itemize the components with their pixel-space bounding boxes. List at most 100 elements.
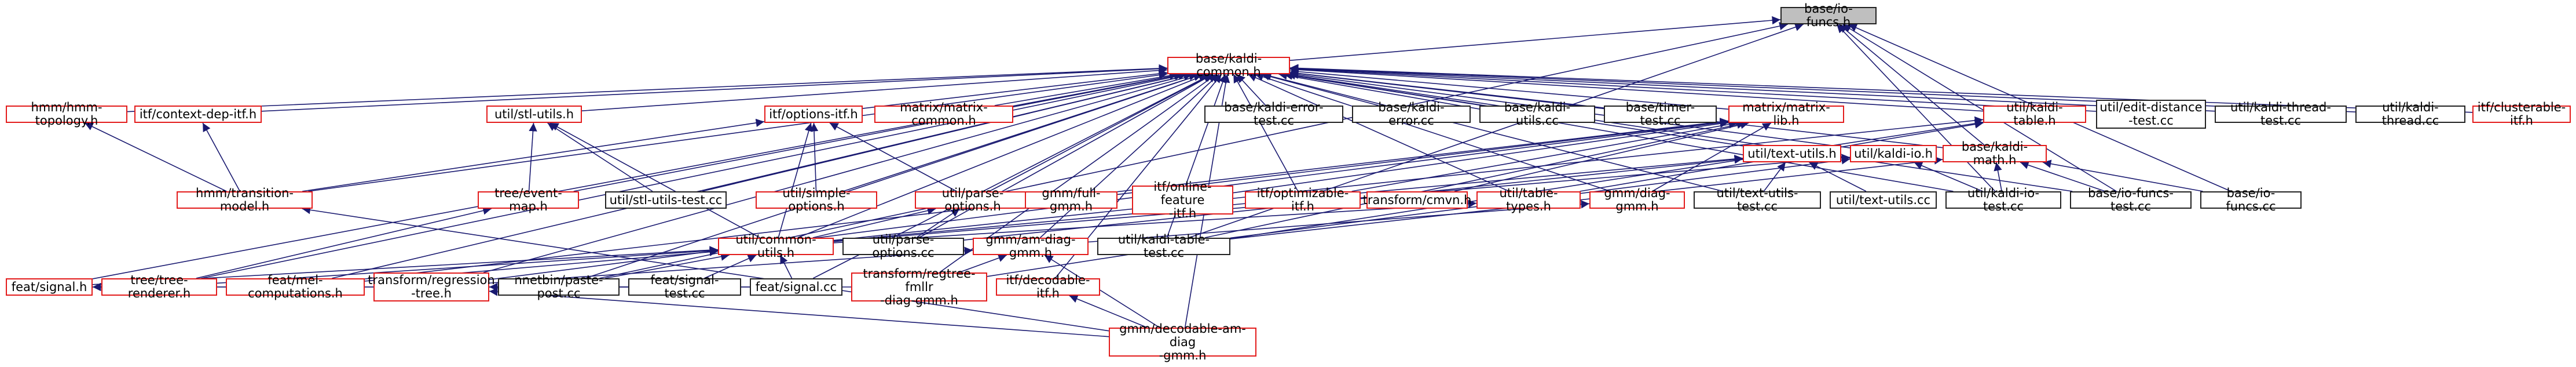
edge-matlib-to-common bbox=[1289, 67, 1729, 110]
node-itf-context-dep-itf-h[interactable]: itf/context-dep-itf.h bbox=[134, 106, 262, 123]
edge-decodable_am-to-am_diag bbox=[1044, 255, 1160, 328]
node-transform-regression-tree-h[interactable]: transform/regression -tree.h bbox=[368, 272, 495, 301]
node-feat-signal-test-cc[interactable]: feat/signal-test.cc bbox=[628, 274, 741, 300]
node-util-stl-utils-h[interactable]: util/stl-utils.h bbox=[486, 106, 582, 123]
edge-err_test-to-common bbox=[1236, 74, 1266, 106]
node-gmm-decodable-am-diag-gmm-h[interactable]: gmm/decodable-am-diag -gmm.h bbox=[1109, 322, 1256, 362]
edge-online_feat-to-matlib bbox=[1233, 119, 1729, 194]
edge-edit_dist-to-common bbox=[1289, 65, 2097, 112]
edge-text_utils_test-to-text_utils bbox=[1763, 162, 1786, 192]
edge-table_types-to-common bbox=[1248, 74, 1509, 192]
node-feat-mel-computations-h[interactable]: feat/mel-computations.h bbox=[226, 274, 365, 300]
edge-table_test-to-matlib bbox=[1204, 120, 1746, 238]
node-base-timer-test-cc[interactable]: base/timer-test.cc bbox=[1604, 101, 1717, 128]
edge-thread_test-to-common bbox=[1289, 64, 2215, 112]
edge-trans_model-to-ctxdep bbox=[202, 122, 241, 192]
node-util-kaldi-thread-cc[interactable]: util/kaldi-thread.cc bbox=[2355, 101, 2465, 128]
node-util-kaldi-thread-test-cc[interactable]: util/kaldi-thread-test.cc bbox=[2215, 101, 2347, 128]
edge-ctxdep-to-common bbox=[261, 64, 1168, 112]
edge-diag_gmm-to-matlib bbox=[1652, 122, 1772, 192]
node-util-simple-options-h[interactable]: util/simple-options.h bbox=[756, 187, 877, 213]
edge-kaldi_math-to-focus bbox=[1838, 24, 1985, 146]
edge-full_gmm-to-matlib bbox=[1117, 118, 1729, 195]
node-hmm-hmm-topology-h[interactable]: hmm/hmm-topology.h bbox=[6, 101, 127, 128]
node-matrix-matrix-lib-h[interactable]: matrix/matrix-lib.h bbox=[1728, 101, 1844, 128]
edge-matcommon-to-common bbox=[994, 71, 1178, 106]
edge-text_utils_test-to-common bbox=[1262, 72, 1724, 192]
node-util-text-utils-test-cc[interactable]: util/text-utils-test.cc bbox=[1694, 187, 1821, 213]
edge-trans_model-to-options bbox=[302, 118, 765, 192]
edge-kaldi_io_test-to-focus bbox=[1836, 24, 1996, 192]
node-base-io-funcs-h[interactable]: base/io-funcs.h bbox=[1780, 2, 1877, 29]
node-itf-optimizable-itf-h[interactable]: itf/optimizable-itf.h bbox=[1245, 187, 1361, 213]
edge-kaldi_table-to-common bbox=[1289, 66, 1984, 112]
node-gmm-full-gmm-h[interactable]: gmm/full-gmm.h bbox=[1025, 187, 1117, 213]
node-tree-event-map-h[interactable]: tree/event-map.h bbox=[478, 187, 579, 213]
node-base-kaldi-common-h[interactable]: base/kaldi-common.h bbox=[1167, 52, 1290, 79]
node-nnetbin-paste-post-cc[interactable]: nnetbin/paste-post.cc bbox=[498, 274, 620, 300]
node-transform-regtree-fmllr-diag-gmm-h[interactable]: transform/regtree-fmllr -diag-gmm.h bbox=[851, 267, 987, 307]
node-gmm-am-diag-gmm-h[interactable]: gmm/am-diag-gmm.h bbox=[973, 233, 1089, 260]
node-util-kaldi-table-test-cc[interactable]: util/kaldi-table-test.cc bbox=[1097, 233, 1230, 260]
node-base-kaldi-utils-cc[interactable]: base/kaldi-utils.cc bbox=[1479, 101, 1595, 128]
node-matrix-matrix-common-h[interactable]: matrix/matrix-common.h bbox=[874, 101, 1013, 128]
node-hmm-transition-model-h[interactable]: hmm/transition-model.h bbox=[177, 187, 313, 213]
edge-common_utils-to-parse_opts bbox=[812, 206, 936, 238]
edge-common_utils-to-kaldi_table bbox=[833, 116, 1984, 241]
node-base-kaldi-error-test-cc[interactable]: base/kaldi-error-test.cc bbox=[1204, 101, 1343, 128]
edge-topo-to-common bbox=[127, 64, 1168, 112]
node-itf-decodable-itf-h[interactable]: itf/decodable-itf.h bbox=[996, 274, 1100, 300]
node-base-io-funcs-test-cc[interactable]: base/io-funcs-test.cc bbox=[2070, 187, 2192, 213]
edge-io_funcs_test-to-kaldi_math bbox=[2020, 161, 2106, 192]
edge-text_utils_cc-to-text_utils bbox=[1809, 162, 1867, 192]
node-transform-cmvn-h[interactable]: transform/cmvn.h bbox=[1363, 191, 1471, 209]
edge-parse_opts-to-common bbox=[989, 74, 1212, 192]
edge-tree_renderer-to-common bbox=[201, 71, 1187, 279]
edge-common_utils-to-stdutils bbox=[549, 122, 760, 238]
edge-parse_opts_cc-to-parse_opts bbox=[916, 208, 960, 238]
node-gmm-diag-gmm-h[interactable]: gmm/diag-gmm.h bbox=[1589, 187, 1685, 213]
edge-regression-to-am_diag bbox=[489, 246, 973, 284]
node-itf-options-itf-h[interactable]: itf/options-itf.h bbox=[764, 106, 863, 123]
edge-common_utils-to-table_types bbox=[833, 199, 1477, 244]
edge-tree_renderer-to-tree_event bbox=[196, 206, 492, 279]
edge-am_diag-to-diag_gmm bbox=[1088, 200, 1590, 243]
edge-common_utils-to-options bbox=[778, 122, 813, 238]
edge-trans_model-to-topo bbox=[84, 122, 227, 192]
node-feat-signal-h[interactable]: feat/signal.h bbox=[6, 278, 93, 296]
edge-kaldi_io_test-to-common bbox=[1278, 71, 1954, 192]
edge-tree_event-to-common bbox=[573, 71, 1183, 192]
node-itf-online-feature-itf-h[interactable]: itf/online-feature -itf.h bbox=[1132, 180, 1233, 220]
node-base-kaldi-math-h[interactable]: base/kaldi-math.h bbox=[1943, 140, 2047, 167]
node-util-text-utils-h[interactable]: util/text-utils.h bbox=[1743, 145, 1841, 162]
edge-common-to-focus bbox=[1289, 16, 1781, 61]
edge-trans_model-to-common bbox=[308, 71, 1168, 192]
node-util-stl-utils-test-cc[interactable]: util/stl-utils-test.cc bbox=[605, 191, 727, 209]
node-util-kaldi-io-h[interactable]: util/kaldi-io.h bbox=[1850, 145, 1937, 162]
node-base-kaldi-error-cc[interactable]: base/kaldi-error.cc bbox=[1352, 101, 1471, 128]
node-tree-tree-renderer-h[interactable]: tree/tree-renderer.h bbox=[101, 274, 217, 300]
node-util-edit-distance-test-cc[interactable]: util/edit-distance -test.cc bbox=[2096, 100, 2206, 129]
node-util-table-types-h[interactable]: util/table-types.h bbox=[1476, 187, 1581, 213]
edge-stdutils-to-common bbox=[581, 66, 1168, 112]
node-util-text-utils-cc[interactable]: util/text-utils.cc bbox=[1830, 191, 1937, 209]
edge-am_diag-to-common bbox=[1039, 74, 1220, 238]
node-feat-signal-cc[interactable]: feat/signal.cc bbox=[750, 278, 842, 296]
edge-stdutils_test-to-stdutils bbox=[547, 122, 653, 192]
edge-diag_gmm-to-common bbox=[1255, 72, 1611, 192]
edge-optimizable-to-matlib bbox=[1351, 120, 1738, 192]
node-base-io-funcs-cc[interactable]: base/io-funcs.cc bbox=[2200, 187, 2302, 213]
node-util-kaldi-io-test-cc[interactable]: util/kaldi-io-test.cc bbox=[1945, 187, 2061, 213]
node-util-parse-options-cc[interactable]: util/parse-options.cc bbox=[842, 233, 964, 260]
node-util-parse-options-h[interactable]: util/parse-options.h bbox=[915, 187, 1031, 213]
edge-parse_opts-to-options bbox=[829, 122, 957, 192]
edge-table_test-to-kaldi_math bbox=[1230, 156, 1943, 239]
edge-tree_renderer-to-common_utils bbox=[217, 246, 719, 284]
node-itf-clusterable-itf-h[interactable]: itf/clusterable-itf.h bbox=[2472, 101, 2571, 128]
node-util-common-utils-h[interactable]: util/common-utils.h bbox=[718, 233, 834, 260]
edge-common_utils-to-common bbox=[797, 73, 1207, 238]
edge-paste_post-to-common bbox=[585, 72, 1203, 279]
node-util-kaldi-table-h[interactable]: util/kaldi-table.h bbox=[1983, 101, 2086, 128]
edge-mel-to-common bbox=[332, 72, 1192, 279]
